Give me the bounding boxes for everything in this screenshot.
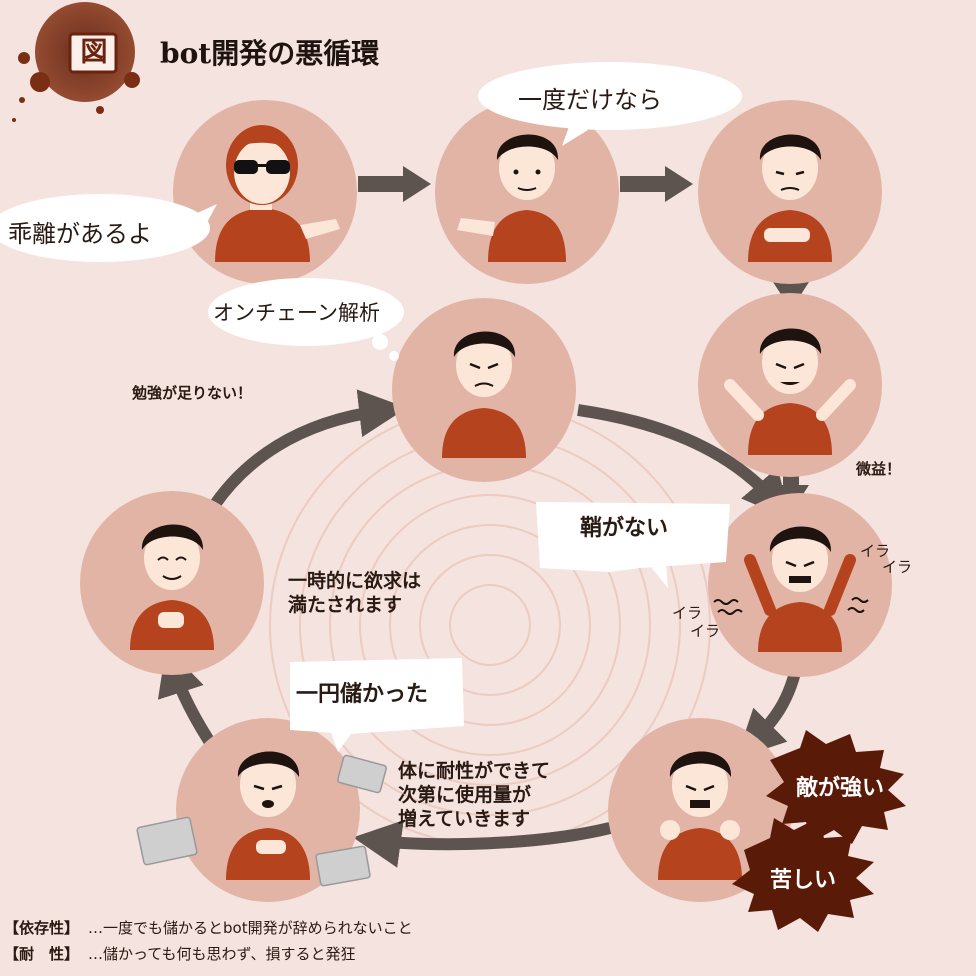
speech-ichido: 一度だけなら [518, 86, 662, 114]
footer-tolerance-tag: 【耐 性】 [4, 945, 80, 963]
footer-tolerance-text: …儲かっても何も思わず、損すると発狂 [88, 945, 356, 963]
page-title: bot開発の悪循環 [160, 37, 380, 70]
figure-sunglasses-woman [215, 125, 340, 262]
burst-teki: 敵が強い [796, 776, 885, 801]
header-badge [12, 2, 140, 122]
arrow-icon [773, 262, 809, 310]
label-taisei-line2: 次第に使用量が [398, 784, 532, 806]
footer-dependence-text: …一度でも儲かるとbot開発が辞められないこと [88, 919, 413, 937]
arc-bottom [352, 820, 612, 868]
irritation-marks [713, 597, 869, 615]
figure-man-distressed [658, 751, 742, 880]
label-yokkyu-line2: 満たされます [288, 594, 403, 616]
sunglasses-icon [234, 160, 290, 174]
arrow-icon [358, 166, 431, 202]
arc-bottom-left [157, 646, 220, 754]
speech-bubbles [0, 62, 742, 752]
figure-man-ill [226, 751, 310, 880]
figure-man-frustrated [724, 328, 856, 455]
arc-left-up [199, 389, 408, 524]
figure-man-irritated [744, 526, 856, 652]
figure-man-worried [748, 134, 832, 262]
figure-man-offer [457, 134, 566, 262]
arc-top-right [577, 404, 791, 520]
speech-ichien: 一円儲かった [296, 682, 429, 707]
label-ira1-bottom: イラ [882, 558, 913, 576]
label-bieki: 微益！ [856, 460, 902, 478]
cycle-arrows [157, 389, 804, 868]
header-badge-label: 図 [80, 37, 108, 68]
figure-man-relieved [130, 524, 214, 650]
label-taisei-line1: 体に耐性ができて [398, 760, 551, 782]
label-ira2-top: イラ [672, 604, 703, 622]
label-ira1-top: イラ [860, 542, 891, 560]
label-taisei-line3: 増えていきます [398, 808, 531, 830]
figure-man-thinking [442, 331, 526, 458]
label-ira2-bottom: イラ [690, 622, 721, 640]
figure-icon [130, 125, 856, 880]
arrow-icon [620, 166, 693, 202]
label-benkyo: 勉強が足りない！ [132, 384, 253, 402]
receipt-icon [136, 754, 387, 887]
burst-icon [732, 730, 906, 932]
footer-dependence-tag: 【依存性】 [4, 919, 80, 937]
speech-kairi: 乖離があるよ [8, 220, 152, 248]
speech-onchain: オンチェーン解析 [213, 301, 380, 325]
speech-sayaganai: 鞘がない [580, 516, 669, 541]
burst-kurushii: 苦しい [770, 868, 837, 893]
label-yokkyu-line1: 一時的に欲求は [288, 570, 422, 592]
